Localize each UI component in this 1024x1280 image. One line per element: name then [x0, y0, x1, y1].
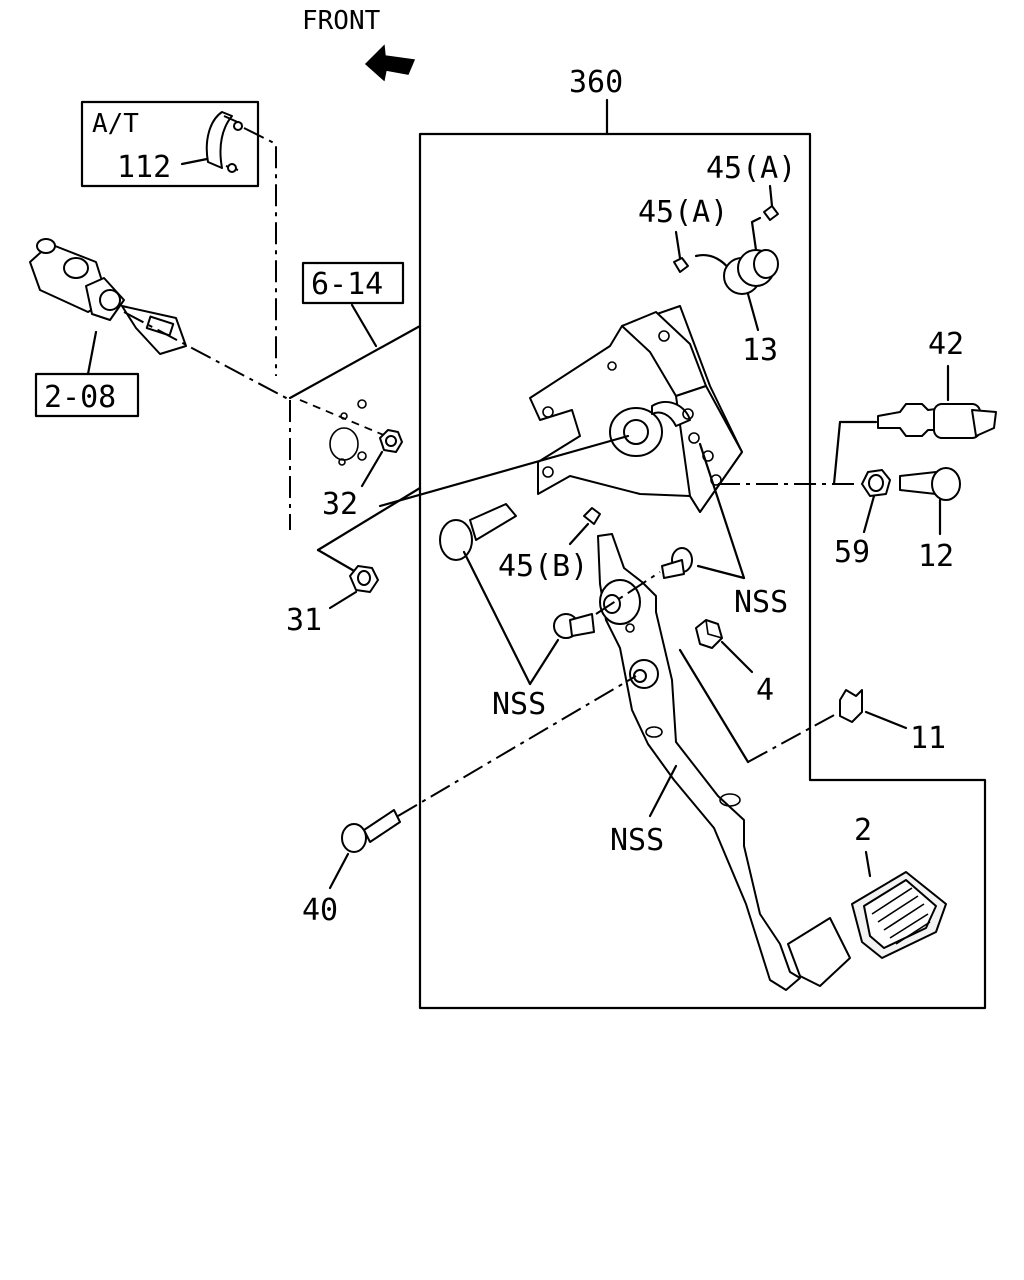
- clutch-pedal-arm: [597, 533, 851, 991]
- clip-45b: [583, 507, 601, 525]
- label-13: 13: [742, 333, 778, 368]
- master-cylinder: [29, 238, 187, 355]
- label-12: 12: [918, 539, 954, 574]
- label-45b: 45(B): [498, 549, 588, 584]
- pedal-pad-2: [851, 871, 947, 959]
- front-label: FRONT: [302, 6, 381, 36]
- label-11: 11: [910, 721, 946, 756]
- spring-13: [694, 216, 779, 295]
- label-nss-3: NSS: [610, 823, 664, 858]
- label-nss-1: NSS: [734, 585, 788, 620]
- ref-6-14: 6-14: [311, 267, 383, 302]
- switch-42: [877, 403, 997, 439]
- label-31: 31: [286, 603, 322, 638]
- bushing-lower: [553, 613, 595, 639]
- label-40: 40: [302, 893, 338, 928]
- label-360: 360: [569, 65, 623, 100]
- nut-59: [861, 469, 891, 497]
- bushing-upper: [661, 547, 693, 579]
- label-112: 112: [117, 150, 171, 185]
- ref-box-6-14: [301, 261, 405, 305]
- bracket-112: [205, 111, 243, 173]
- dash-panel-holes: [329, 399, 367, 466]
- label-42: 42: [928, 327, 964, 362]
- label-4: 4: [756, 673, 774, 708]
- front-arrow-icon: [364, 44, 416, 82]
- nut-31: [349, 565, 379, 593]
- label-45a-1: 45(A): [706, 151, 796, 186]
- label-59: 59: [834, 535, 870, 570]
- label-2: 2: [854, 813, 872, 848]
- at-inset-box: A/T 112: [80, 100, 260, 188]
- stopper-4: [695, 619, 723, 649]
- at-label: A/T: [92, 109, 139, 139]
- bolt-40: [341, 809, 401, 853]
- label-45a-2: 45(A): [638, 195, 728, 230]
- label-nss-2: NSS: [492, 687, 546, 722]
- assembly-boundary: [418, 132, 987, 1010]
- pedal-bracket: [529, 305, 743, 513]
- ref-2-08: 2-08: [44, 380, 116, 415]
- nut-32: [379, 429, 403, 453]
- clip-45a-1: [763, 205, 779, 221]
- label-32: 32: [322, 487, 358, 522]
- bolt-12: [899, 467, 961, 501]
- pivot-bolt: [439, 503, 517, 561]
- clip-45a-2: [673, 257, 689, 273]
- clip-11: [839, 689, 863, 723]
